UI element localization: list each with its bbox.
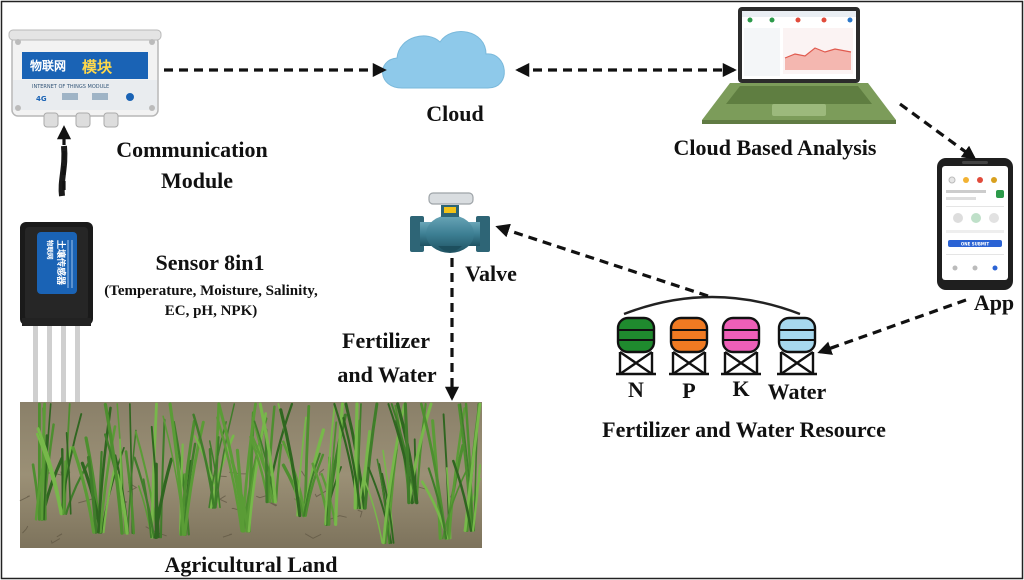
fertilizer-water-label-line1: Fertilizer	[342, 328, 430, 353]
laptop-analysis-icon	[702, 7, 896, 124]
arrow-app-to-resource	[817, 298, 967, 355]
soil-sensor-icon: 物联网 土壤传感器	[20, 145, 93, 410]
tank-label-p: P	[682, 378, 695, 403]
svg-text:INTERNET OF THINGS MODULE: INTERNET OF THINGS MODULE	[32, 84, 109, 90]
smartphone-app-icon: ONE SUBMIT	[937, 158, 1013, 290]
valve-icon	[410, 192, 490, 253]
agricultural-land-image	[19, 402, 482, 548]
tank-label-water: Water	[768, 379, 827, 404]
svg-text:模块: 模块	[82, 58, 113, 76]
svg-text:物联网: 物联网	[30, 58, 66, 73]
communication-label-line2: Module	[161, 168, 233, 193]
tank-water: Water	[768, 316, 827, 404]
fertilizer-tanks: N P K Water	[616, 316, 827, 404]
tank-connector-arc	[623, 295, 801, 316]
analysis-label: Cloud Based Analysis	[674, 135, 877, 160]
valve-label: Valve	[465, 261, 517, 286]
tank-n: N	[616, 316, 656, 402]
tank-p: P	[669, 316, 709, 403]
flow-arrows	[56, 62, 977, 401]
sensor-params-line1: (Temperature, Moisture, Salinity,	[104, 283, 318, 299]
tank-k: K	[721, 316, 761, 401]
svg-text:ONE SUBMIT: ONE SUBMIT	[961, 242, 990, 247]
app-submit-button	[948, 240, 1002, 247]
communication-label-line1: Communication	[116, 137, 268, 162]
sensor-params-line2: EC, pH, NPK)	[165, 303, 258, 319]
resource-label: Fertilizer and Water Resource	[602, 417, 886, 442]
tank-label-k: K	[732, 376, 749, 401]
tank-label-n: N	[628, 377, 644, 402]
communication-module-device: 物联网 模块 INTERNET OF THINGS MODULE 4G	[8, 29, 162, 128]
svg-text:物联网: 物联网	[46, 240, 55, 260]
fertilizer-water-label-line2: and Water	[337, 362, 436, 387]
svg-text:4G: 4G	[36, 95, 47, 103]
svg-text:土壤传感器: 土壤传感器	[55, 240, 67, 286]
sensor-title: Sensor 8in1	[155, 250, 264, 275]
arrow-analysis-to-app	[899, 102, 977, 160]
land-label: Agricultural Land	[165, 552, 338, 577]
cloud-icon	[382, 31, 505, 89]
app-label: App	[974, 290, 1014, 315]
cloud-label: Cloud	[426, 101, 483, 126]
arrow-resource-to-valve	[495, 223, 709, 298]
